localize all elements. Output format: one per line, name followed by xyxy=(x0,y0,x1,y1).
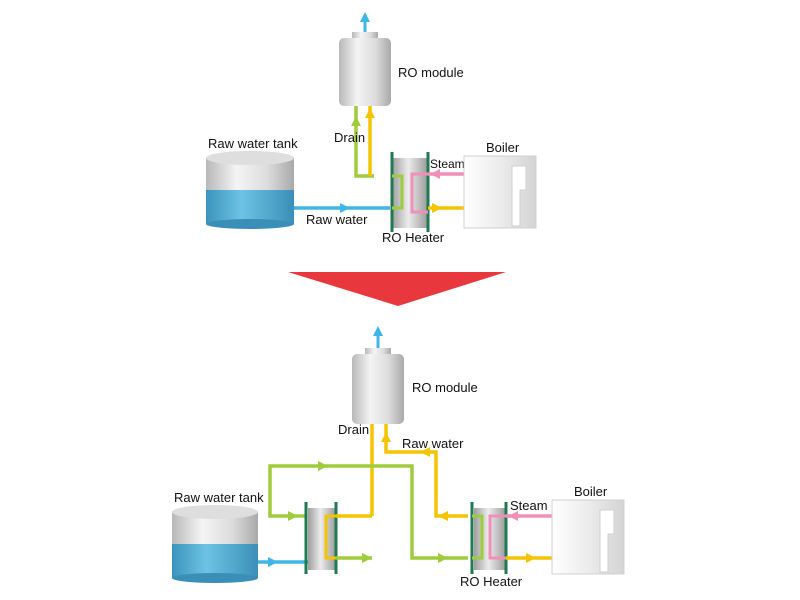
top-drain-label: Drain xyxy=(334,130,365,145)
top-ro-heater xyxy=(390,152,430,232)
top-raw-water-tank-label: Raw water tank xyxy=(208,136,298,151)
top-ro-module-label: RO module xyxy=(398,65,464,80)
bottom-return-line xyxy=(506,553,552,563)
bottom-ro-heater-label: RO Heater xyxy=(460,574,523,589)
bottom-raw-water-to-ro xyxy=(381,424,468,521)
bottom-ro-module-label: RO module xyxy=(412,380,478,395)
top-boiler-label: Boiler xyxy=(486,140,520,155)
top-hot-water-line xyxy=(428,203,464,213)
bottom-green-loop xyxy=(268,461,468,563)
bottom-raw-water-tank-label: Raw water tank xyxy=(174,490,264,505)
top-diagram: RO module Drain Raw water tank Raw water xyxy=(206,12,537,245)
top-raw-water-label: Raw water xyxy=(306,212,368,227)
bottom-permeate-arrow xyxy=(373,326,383,348)
bottom-right-heater xyxy=(470,502,508,574)
top-steam-line xyxy=(428,169,464,179)
top-hot-water-to-ro xyxy=(365,106,375,176)
top-raw-water-tank xyxy=(206,151,294,229)
bottom-left-heater xyxy=(304,502,338,574)
bottom-diagram: RO module Drain Raw water xyxy=(172,326,625,589)
bottom-ro-module xyxy=(352,348,404,424)
top-raw-water-pipe xyxy=(294,203,390,213)
bottom-raw-water-tank xyxy=(172,505,258,583)
bottom-boiler xyxy=(551,499,625,575)
bottom-raw-water-label: Raw water xyxy=(402,436,464,451)
bottom-left-heater-outlets xyxy=(336,514,372,563)
top-ro-module xyxy=(339,32,391,106)
top-permeate-arrow xyxy=(360,12,370,32)
bottom-steam-line xyxy=(506,511,552,521)
bottom-steam-label: Steam xyxy=(510,498,548,513)
top-boiler xyxy=(463,155,537,229)
down-triangle-icon xyxy=(288,272,506,306)
top-ro-heater-label: RO Heater xyxy=(382,230,445,245)
bottom-boiler-label: Boiler xyxy=(574,484,608,499)
top-drain-line xyxy=(351,106,374,178)
top-steam-label: Steam xyxy=(430,157,465,171)
bottom-drain-label: Drain xyxy=(338,422,369,437)
